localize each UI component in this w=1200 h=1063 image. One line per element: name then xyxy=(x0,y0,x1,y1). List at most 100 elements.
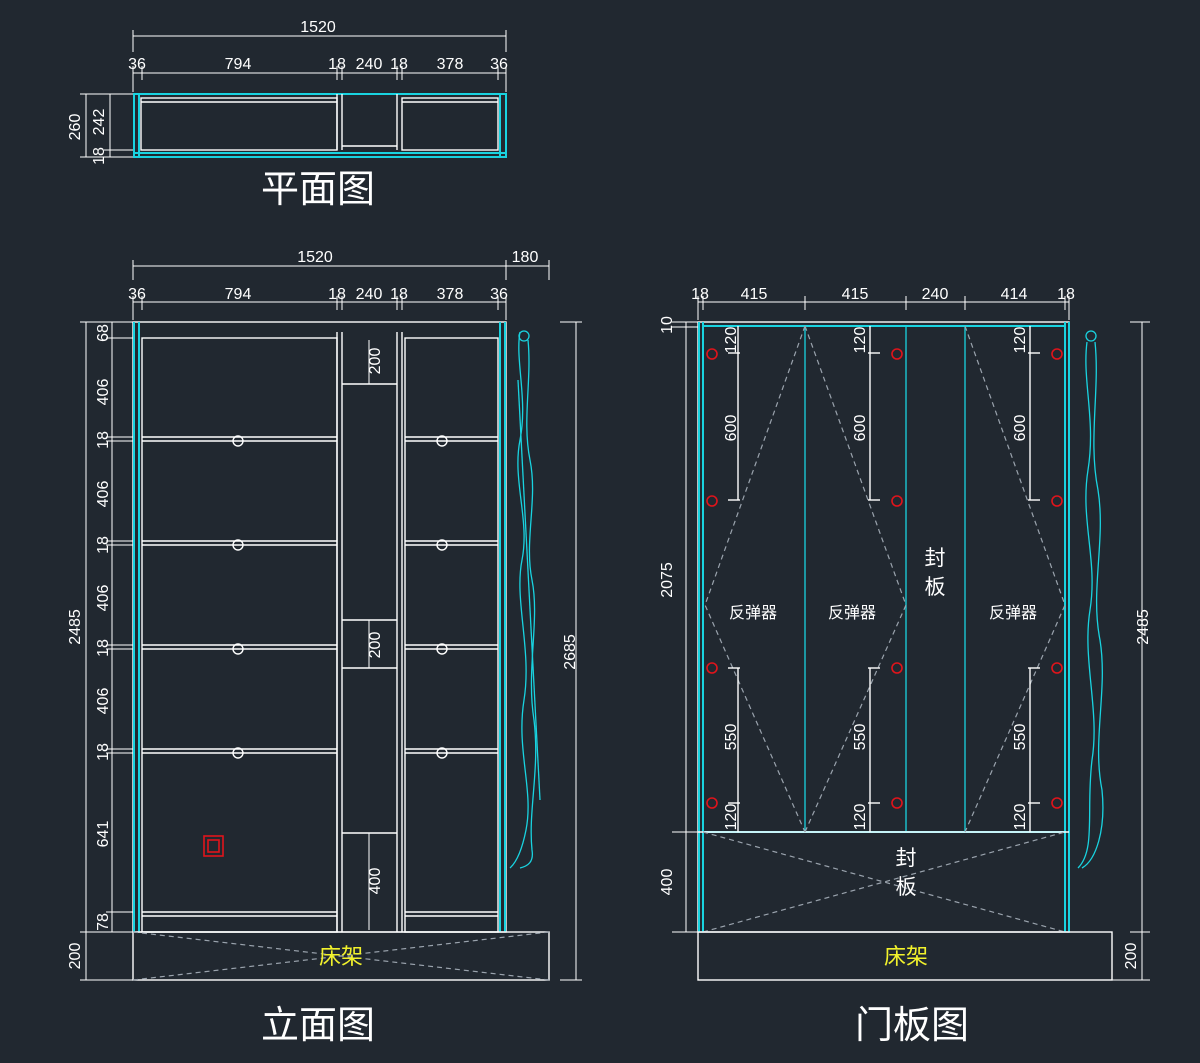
seal-label-top-2: 板 xyxy=(925,575,946,599)
elev-right-total: 2685 xyxy=(562,634,579,670)
shelf-pin-icon xyxy=(232,539,244,551)
plan-depth-1: 242 xyxy=(91,109,108,136)
elev-base-height: 200 xyxy=(67,943,84,970)
plan-dim-6: 378 xyxy=(437,56,464,73)
rebound-label-1: 反弹器 xyxy=(729,603,777,622)
rebounder-icon xyxy=(891,348,903,360)
door-h-2: 2075 xyxy=(659,562,676,598)
rebounder-icon xyxy=(1051,797,1063,809)
plan-title: 平面图 xyxy=(261,167,375,211)
elev-side-width: 180 xyxy=(512,249,539,266)
elev-dim-6: 378 xyxy=(437,286,464,303)
door-rebound-dims xyxy=(728,326,1040,832)
door-dim-6: 18 xyxy=(1057,286,1075,303)
elev-mid-dim-3: 400 xyxy=(367,868,384,895)
door-right-total: 2485 xyxy=(1135,609,1152,645)
door-dim-2: 415 xyxy=(741,286,768,303)
door-dimension-lines xyxy=(672,296,1150,981)
elev-cabinet xyxy=(132,321,507,933)
elev-dim-2: 794 xyxy=(225,286,252,303)
elev-h-1: 68 xyxy=(95,324,112,342)
elev-dim-1: 36 xyxy=(128,286,146,303)
door-h-1: 10 xyxy=(659,316,676,334)
rebound-points xyxy=(706,348,1063,809)
door-panel-dims: 120 600 120 600 120 600 550 120 550 120 … xyxy=(723,327,1029,831)
elev-bed-frame xyxy=(132,330,550,981)
door-dim-a2: 600 xyxy=(723,415,740,442)
plan-dim-3: 18 xyxy=(328,56,346,73)
door-dim-c3: 550 xyxy=(1012,724,1029,751)
door-bed-frame xyxy=(697,931,1113,981)
elev-h-8: 406 xyxy=(95,688,112,715)
rebounder-icon xyxy=(706,662,718,674)
door-opening-lines xyxy=(702,325,1066,933)
rebounder-icon xyxy=(706,495,718,507)
plan-dim-4: 240 xyxy=(356,56,383,73)
door-dim-b3: 550 xyxy=(852,724,869,751)
rebounder-icon xyxy=(891,662,903,674)
door-dim-b2: 600 xyxy=(852,415,869,442)
rebounder-icon xyxy=(1051,495,1063,507)
power-socket-icon xyxy=(203,835,224,857)
door-dim-c4: 120 xyxy=(1012,804,1029,831)
plan-view: 1520 36 794 18 240 18 378 36 260 242 18 … xyxy=(67,19,508,211)
door-dim-3: 415 xyxy=(842,286,869,303)
plan-dimension-lines xyxy=(80,30,507,158)
rebounder-icon xyxy=(706,348,718,360)
rebound-label-2: 反弹器 xyxy=(828,603,876,622)
door-h-3: 400 xyxy=(659,869,676,896)
elev-h-5: 18 xyxy=(95,536,112,554)
rebounder-icon xyxy=(891,797,903,809)
rebounder-icon xyxy=(706,797,718,809)
elev-h-6: 406 xyxy=(95,585,112,612)
door-dim-c1: 120 xyxy=(1012,327,1029,354)
elev-dim-7: 36 xyxy=(490,286,508,303)
elevation-view: 1520 180 36 794 18 240 18 378 36 68 406 … xyxy=(67,249,582,1047)
hinge-icon xyxy=(1085,330,1097,342)
rebounder-icon xyxy=(1051,348,1063,360)
plan-cabinet-outline xyxy=(133,93,507,158)
plan-dim-1: 36 xyxy=(128,56,146,73)
shelf-pin-icon xyxy=(436,435,448,447)
hinge-icon xyxy=(518,330,530,342)
elev-bed-label: 床架 xyxy=(319,945,363,970)
door-title: 门板图 xyxy=(855,1003,969,1047)
rebounder-icon xyxy=(1051,662,1063,674)
elevation-dimension-lines xyxy=(80,260,582,981)
door-dim-5: 414 xyxy=(1001,286,1028,303)
shelf-pin-icon xyxy=(232,643,244,655)
door-dim-a1: 120 xyxy=(723,327,740,354)
door-view: 18 415 415 240 414 18 10 2075 400 2485 2… xyxy=(659,286,1152,1047)
door-dim-c2: 600 xyxy=(1012,415,1029,442)
elev-h-9: 18 xyxy=(95,743,112,761)
shelf-pin-icon xyxy=(232,747,244,759)
elev-left-dims: 68 406 18 406 18 406 18 406 18 641 78 24… xyxy=(67,324,579,969)
elev-total-height: 2485 xyxy=(67,609,84,645)
elev-mid-dim-2: 200 xyxy=(367,632,384,659)
elev-total-width: 1520 xyxy=(297,249,333,266)
rebound-label-3: 反弹器 xyxy=(989,603,1037,622)
door-base: 200 xyxy=(1123,943,1140,970)
mattress-strap-icon xyxy=(509,331,529,869)
seal-label-top-1: 封 xyxy=(925,546,946,570)
seal-label-bottom-1: 封 xyxy=(896,846,917,870)
elev-dim-4: 240 xyxy=(356,286,383,303)
shelf-pin-icon xyxy=(436,539,448,551)
seal-label-bottom-2: 板 xyxy=(896,875,917,899)
plan-depth-total: 260 xyxy=(67,114,84,141)
door-dim-1: 18 xyxy=(691,286,709,303)
elev-h-10: 641 xyxy=(95,821,112,848)
rebounder-icon xyxy=(891,495,903,507)
door-dim-b4: 120 xyxy=(852,804,869,831)
door-bed-label: 床架 xyxy=(884,945,928,970)
elev-dim-5: 18 xyxy=(390,286,408,303)
elev-h-2: 406 xyxy=(95,379,112,406)
shelf-pin-icon xyxy=(436,747,448,759)
mattress-strap-icon xyxy=(519,339,537,869)
elev-h-7: 18 xyxy=(95,639,112,657)
door-dim-4: 240 xyxy=(922,286,949,303)
elev-h-11: 78 xyxy=(95,913,112,931)
shelf-pin-icon xyxy=(232,435,244,447)
